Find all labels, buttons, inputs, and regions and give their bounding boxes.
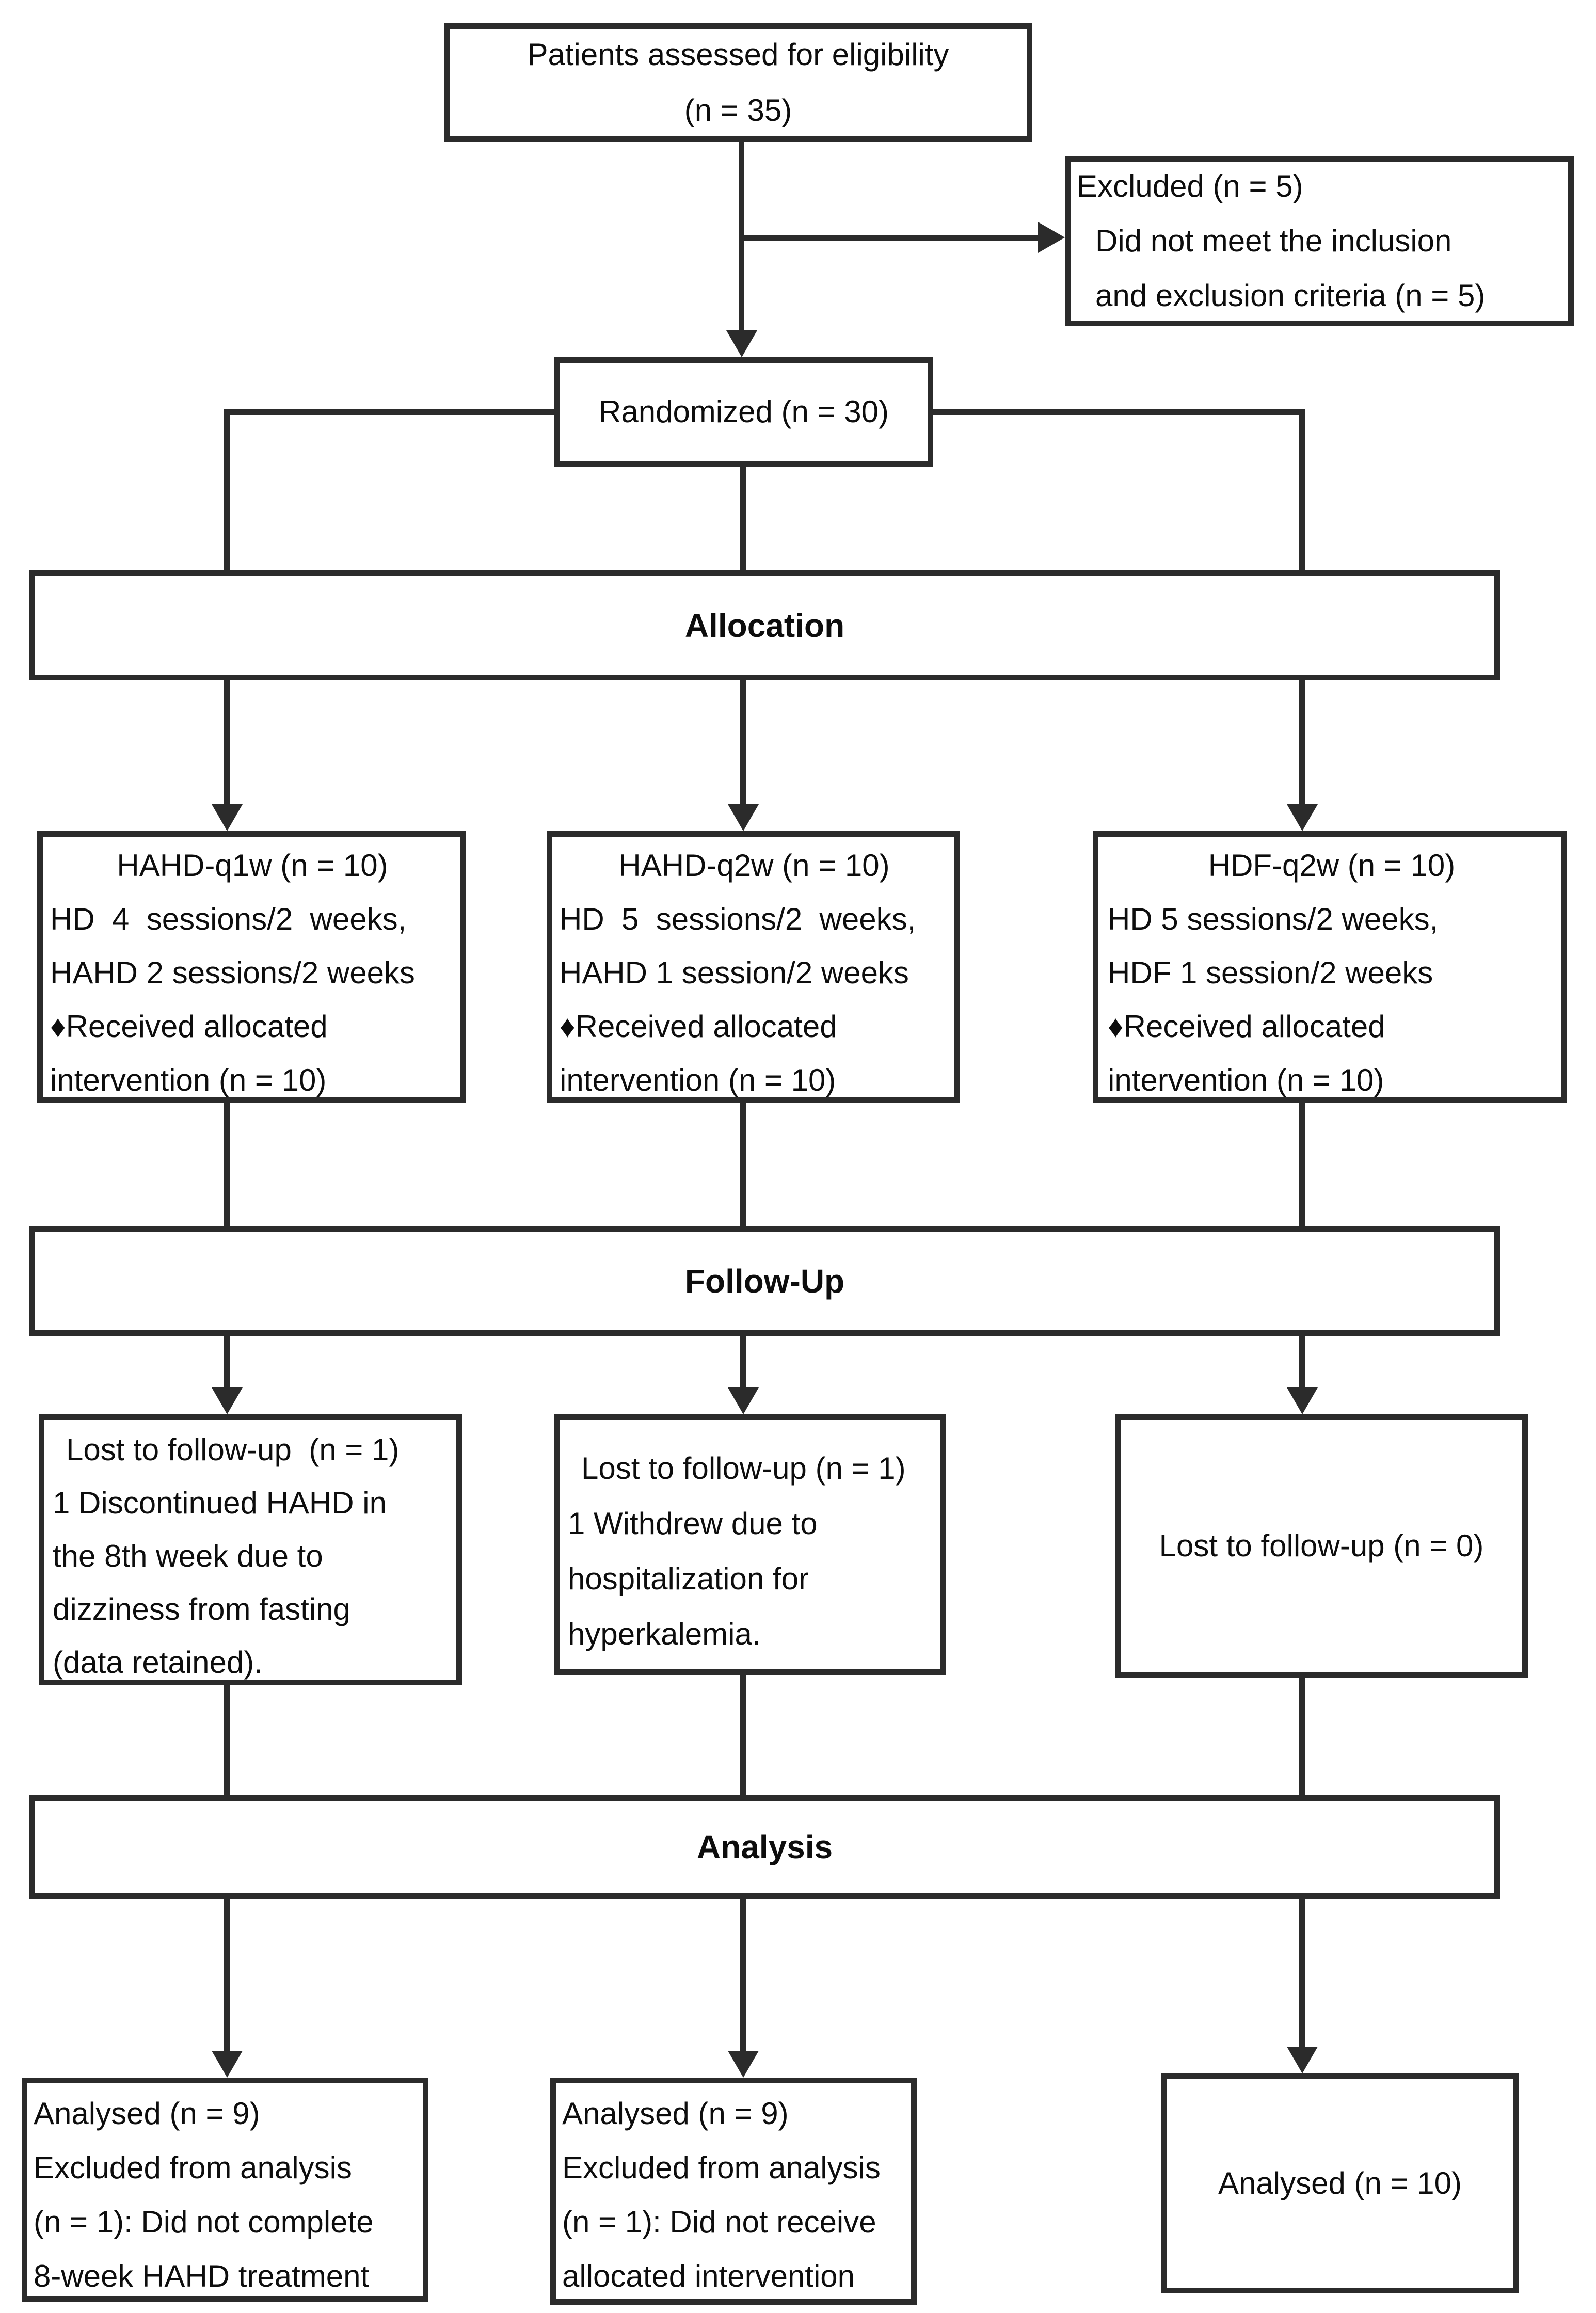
analysis-box-line: (n = 1): Did not complete	[34, 2205, 374, 2239]
allocation-box-line: intervention (n = 10)	[50, 1063, 327, 1097]
randomized-label: Randomized (n = 30)	[599, 394, 889, 429]
allocation-box-hdf-q2w: HDF-q2w (n = 10) HD 5 sessions/2 weeks, …	[1093, 831, 1567, 1103]
allocation-box-line: HD 4 sessions/2 weeks,	[50, 902, 407, 936]
excluded-box: Excluded (n = 5) Did not meet the inclus…	[1065, 156, 1574, 326]
followup-banner: Follow-Up	[29, 1226, 1500, 1336]
followup-box-line: the 8th week due to	[53, 1539, 323, 1573]
arrowhead-into-analysis-1	[212, 2051, 243, 2078]
allocation-box-hahd-q2w: HAHD-q2w (n = 10) HD 5 sessions/2 weeks,…	[547, 831, 960, 1103]
eligibility-line: Patients assessed for eligibility	[527, 37, 949, 72]
followup-box-hahd-q2w: Lost to follow-up (n = 1) 1 Withdrew due…	[554, 1414, 946, 1675]
allocation-banner: Allocation	[29, 570, 1500, 680]
allocation-box-line: intervention (n = 10)	[560, 1063, 836, 1097]
analysis-box-line: Excluded from analysis	[562, 2150, 881, 2185]
followup-banner-label: Follow-Up	[684, 1262, 845, 1300]
analysis-box-line: Analysed (n = 9)	[562, 2096, 789, 2131]
allocation-banner-label: Allocation	[684, 607, 845, 644]
arrowhead-into-allocation-2	[728, 804, 759, 831]
followup-box-line: 1 Withdrew due to	[568, 1506, 818, 1541]
followup-box-line: Lost to follow-up (n = 0)	[1159, 1528, 1484, 1563]
allocation-box-line: HAHD 1 session/2 weeks	[560, 955, 909, 990]
analysis-box-line: 8-week HAHD treatment	[34, 2259, 370, 2293]
arrowhead-into-followup-1	[212, 1387, 243, 1414]
arrowhead-into-allocation-1	[212, 804, 243, 831]
arrowhead-into-analysis-3	[1287, 2047, 1318, 2073]
allocation-box-line: HAHD 2 sessions/2 weeks	[50, 955, 415, 990]
analysis-box-line: (n = 1): Did not receive	[562, 2205, 876, 2239]
allocation-box-hahd-q1w: HAHD-q1w (n = 10) HD 4 sessions/2 weeks,…	[37, 831, 466, 1103]
allocation-box-line: ♦Received allocated	[560, 1009, 837, 1044]
followup-box-line: Lost to follow-up (n = 1)	[66, 1432, 400, 1467]
allocation-box-title: HDF-q2w (n = 10)	[1208, 848, 1456, 883]
allocation-box-line: ♦Received allocated	[50, 1009, 328, 1044]
analysis-box-hdf-q2w: Analysed (n = 10)	[1161, 2073, 1519, 2293]
arrowhead-into-followup-2	[728, 1387, 759, 1414]
arrowhead-into-analysis-2	[728, 2051, 759, 2078]
allocation-box-title: HAHD-q2w (n = 10)	[618, 848, 890, 883]
connector-to-excluded	[739, 235, 1039, 241]
allocation-box-line: ♦Received allocated	[1108, 1009, 1385, 1044]
eligibility-box: Patients assessed for eligibility (n = 3…	[444, 23, 1032, 142]
excluded-line: and exclusion criteria (n = 5)	[1095, 278, 1486, 313]
allocation-box-line: HD 5 sessions/2 weeks,	[560, 902, 916, 936]
followup-box-line: Lost to follow-up (n = 1)	[581, 1451, 906, 1486]
analysis-banner-label: Analysis	[696, 1828, 833, 1865]
followup-box-line: 1 Discontinued HAHD in	[53, 1486, 387, 1520]
analysis-box-line: allocated intervention	[562, 2259, 855, 2293]
eligibility-line: (n = 35)	[684, 93, 792, 127]
arrowhead-into-randomized	[726, 330, 757, 357]
randomized-box: Randomized (n = 30)	[554, 357, 933, 467]
allocation-box-line: HDF 1 session/2 weeks	[1108, 955, 1433, 990]
analysis-box-line: Analysed (n = 9)	[34, 2096, 260, 2131]
followup-box-line: hyperkalemia.	[568, 1617, 761, 1651]
followup-box-line: dizziness from fasting	[53, 1592, 350, 1626]
followup-box-hdf-q2w: Lost to follow-up (n = 0)	[1115, 1414, 1528, 1678]
arrowhead-into-allocation-3	[1287, 804, 1318, 831]
excluded-line: Did not meet the inclusion	[1095, 224, 1452, 258]
followup-box-hahd-q1w: Lost to follow-up (n = 1) 1 Discontinued…	[39, 1414, 462, 1685]
arrowhead-into-followup-3	[1287, 1387, 1318, 1414]
excluded-line: Excluded (n = 5)	[1077, 169, 1303, 203]
connector-randomized-left	[224, 409, 557, 415]
followup-box-line: hospitalization for	[568, 1561, 809, 1596]
allocation-box-line: HD 5 sessions/2 weeks,	[1108, 902, 1439, 936]
analysis-box-line: Analysed (n = 10)	[1218, 2166, 1462, 2200]
followup-box-line: (data retained).	[53, 1645, 263, 1680]
allocation-box-line: intervention (n = 10)	[1108, 1063, 1384, 1097]
arrowhead-into-excluded	[1038, 222, 1065, 253]
analysis-box-hahd-q1w: Analysed (n = 9) Excluded from analysis …	[22, 2078, 428, 2302]
analysis-box-line: Excluded from analysis	[34, 2150, 352, 2185]
connector-randomized-right	[931, 409, 1305, 415]
allocation-box-title: HAHD-q1w (n = 10)	[117, 848, 388, 883]
analysis-box-hahd-q2w: Analysed (n = 9) Excluded from analysis …	[550, 2078, 917, 2305]
analysis-banner: Analysis	[29, 1795, 1500, 1899]
